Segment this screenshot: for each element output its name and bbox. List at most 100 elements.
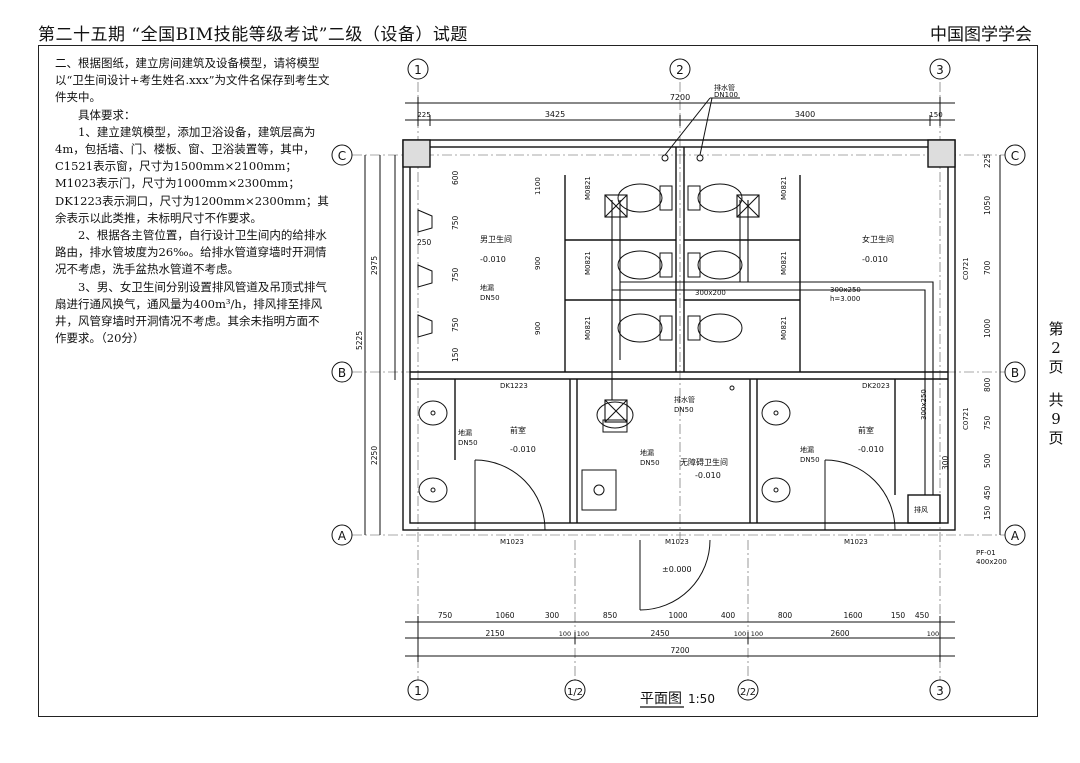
dim-stall-2: 900 bbox=[534, 257, 542, 270]
dim-left-lower: 2250 bbox=[370, 446, 379, 465]
level-men: -0.010 bbox=[480, 255, 506, 264]
plan-title: 平面图 1:50 bbox=[640, 691, 715, 708]
dim-right-1: 225 bbox=[983, 153, 992, 168]
dim-right-7: 500 bbox=[983, 453, 992, 468]
urinals bbox=[417, 209, 433, 338]
room-women: 女卫生间 bbox=[862, 234, 894, 244]
dim-stall-3: 900 bbox=[534, 322, 542, 335]
level-front-right: -0.010 bbox=[858, 445, 884, 454]
dim-left-s3: 750 bbox=[451, 267, 460, 282]
right-dimensions: 225 1050 700 1000 800 750 500 450 150 30… bbox=[941, 153, 1001, 535]
room-men: 男卫生间 bbox=[480, 234, 512, 244]
svg-text:3: 3 bbox=[936, 684, 944, 698]
grid-bubble-3-top: 3 bbox=[929, 58, 951, 80]
dim-right-8: 450 bbox=[983, 485, 992, 500]
drawing-frame bbox=[38, 45, 1038, 717]
dim-bottom-a7: 800 bbox=[778, 611, 793, 620]
page-char: 9 bbox=[1051, 410, 1061, 428]
grid-bubble-A-left: A bbox=[331, 524, 353, 546]
room-front-right: 前室 bbox=[858, 425, 874, 435]
label-door-mid: M1023 bbox=[665, 538, 689, 546]
label-window-c0721-1: C0721 bbox=[962, 257, 970, 280]
dim-bottom-b6: 100 bbox=[751, 630, 763, 638]
room-front-left: 前室 bbox=[510, 425, 526, 435]
toilets bbox=[596, 183, 743, 433]
organizer-name: 中国图学学会 bbox=[930, 25, 1032, 45]
dim-left-s5: 250 bbox=[417, 238, 432, 247]
dim-bottom-a9: 150 bbox=[891, 611, 906, 620]
level-front-left: -0.010 bbox=[510, 445, 536, 454]
label-dk2023: DK2023 bbox=[862, 382, 890, 390]
dim-left-s1: 600 bbox=[451, 170, 460, 185]
label-door-m0821-4: M0821 bbox=[780, 176, 788, 200]
walls bbox=[402, 139, 956, 531]
plan-title-text: 平面图 bbox=[640, 691, 682, 707]
dim-bottom-a2: 1060 bbox=[495, 611, 514, 620]
dim-right-9: 150 bbox=[983, 505, 992, 520]
room-labels: 男卫生间 -0.010 女卫生间 -0.010 前室 -0.010 前室 -0.… bbox=[480, 234, 894, 574]
question-text: 二、根据图纸，建立房间建筑及设备模型，请将模型以“卫生间设计+考生姓名.xxx”… bbox=[55, 55, 330, 347]
dim-bottom-a3: 300 bbox=[545, 611, 560, 620]
label-duct-1: 300x200 bbox=[695, 289, 726, 297]
bottom-dimensions: 750 1060 300 850 1000 400 800 1600 150 4… bbox=[405, 611, 955, 662]
label-dn50-drain: DN50 bbox=[674, 406, 694, 414]
svg-text:C: C bbox=[338, 149, 346, 163]
svg-text:1: 1 bbox=[414, 684, 422, 698]
dim-top-left: 3425 bbox=[545, 110, 565, 119]
grid-bubble-1-bottom: 1 bbox=[407, 679, 429, 701]
label-dn50-right: DN50 bbox=[800, 456, 820, 464]
requirement-2: 2、根据各主管位置，自行设计卫生间内的给排水路由，排水管坡度为26‰。给排水管道… bbox=[55, 228, 327, 277]
label-duct-3: 300x250 bbox=[920, 389, 928, 420]
exhaust-duct bbox=[604, 194, 934, 495]
dim-bottom-total: 7200 bbox=[670, 646, 689, 655]
dim-left-upper: 2975 bbox=[370, 256, 379, 275]
dim-bottom-b1: 2150 bbox=[485, 629, 504, 638]
svg-text:B: B bbox=[338, 366, 346, 380]
grid-bubble-1-2: 1/2 bbox=[564, 679, 586, 701]
dim-bottom-b4: 2450 bbox=[650, 629, 669, 638]
label-door-m0821-2: M0821 bbox=[584, 251, 592, 275]
svg-text:C: C bbox=[1011, 149, 1019, 163]
label-exhaust: 排风 bbox=[914, 505, 928, 514]
svg-text:B: B bbox=[1011, 366, 1019, 380]
page-char: 2 bbox=[1051, 339, 1061, 357]
grid-bubble-C-left: C bbox=[331, 144, 353, 166]
label-window-c0721-2: C0721 bbox=[962, 407, 970, 430]
dim-bottom-a6: 400 bbox=[721, 611, 736, 620]
label-floor-drain-right: 地漏 bbox=[800, 445, 814, 454]
label-duct-height: h=3.000 bbox=[830, 295, 860, 303]
left-dimensions: 5225 2975 2250 600 750 750 750 250 150 bbox=[355, 155, 460, 535]
sinks bbox=[418, 400, 791, 511]
dim-bottom-a5: 1000 bbox=[668, 611, 687, 620]
grid-lines bbox=[352, 82, 1005, 680]
dim-bottom-b3: 100 bbox=[577, 630, 589, 638]
label-dn50-left: DN50 bbox=[458, 439, 478, 447]
label-duct-2: 300x250 bbox=[830, 286, 861, 294]
dim-right-10: 300 bbox=[941, 455, 950, 470]
dim-top-edge-right: 150 bbox=[929, 111, 942, 119]
page-indicator: 第 2 页 共 9 页 bbox=[1046, 320, 1066, 448]
drain-pipes bbox=[661, 97, 740, 391]
page-char: 页 bbox=[1048, 358, 1064, 376]
grid-bubble-2-top: 2 bbox=[669, 58, 691, 80]
grid-bubble-2-2: 2/2 bbox=[737, 679, 759, 701]
dim-right-3: 700 bbox=[983, 260, 992, 275]
dim-right-2: 1050 bbox=[983, 196, 992, 215]
label-dn100: DN100 bbox=[714, 91, 738, 99]
dim-bottom-a10: 450 bbox=[915, 611, 930, 620]
grid-bubble-B-right: B bbox=[1004, 361, 1026, 383]
exam-title: 第二十五期 “全国BIM技能等级考试”二级（设备）试题 bbox=[38, 25, 468, 45]
grid-bubbles: 1 2 3 1 1/2 2/2 3 C B A C B A bbox=[331, 58, 1026, 701]
label-door-m0821-1: M0821 bbox=[584, 176, 592, 200]
dim-bottom-b2: 100 bbox=[559, 630, 571, 638]
level-women: -0.010 bbox=[862, 255, 888, 264]
dim-bottom-b7: 2600 bbox=[830, 629, 849, 638]
grid-bubble-A-right: A bbox=[1004, 524, 1026, 546]
dim-bottom-a1: 750 bbox=[438, 611, 453, 620]
level-floor: ±0.000 bbox=[662, 565, 692, 574]
grid-bubble-C-right: C bbox=[1004, 144, 1026, 166]
label-floor-drain-left: 地漏 bbox=[458, 428, 472, 437]
dim-right-6: 750 bbox=[983, 415, 992, 430]
dim-left-s4: 750 bbox=[451, 317, 460, 332]
